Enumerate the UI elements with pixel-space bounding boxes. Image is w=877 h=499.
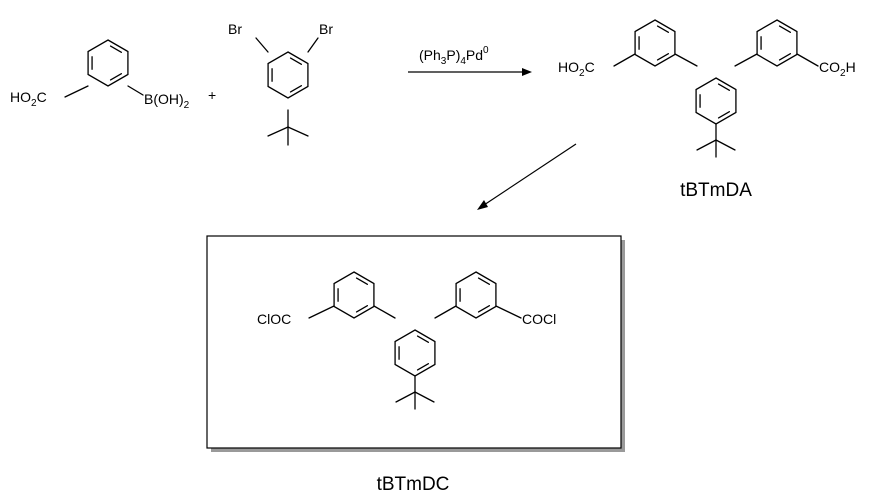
ring-double-bond (717, 111, 731, 119)
ring-double-bond (109, 45, 123, 53)
diacid-ring-left (634, 19, 676, 67)
ring-double-bond (109, 73, 123, 81)
ring-double-bond (778, 53, 792, 61)
ring-outline (87, 39, 129, 87)
dibromo-br-left: Br (228, 21, 242, 37)
diacid-name: tBTmDA (680, 180, 752, 201)
dichloride-molecule: ClOC COCl (257, 271, 556, 410)
diacid-ring-center (695, 77, 737, 125)
ring-outline (333, 271, 375, 319)
ring-double-bond (289, 85, 303, 93)
ring-double-bond (289, 57, 303, 65)
boronic-acid-molecule: HO2C B(OH)2 (10, 39, 190, 111)
dibromo-ring (267, 51, 309, 99)
ring-double-bond (656, 53, 670, 61)
diacid-ring-right (756, 19, 798, 67)
dibromo-br-right: Br (319, 21, 333, 37)
ring-double-bond (416, 335, 430, 343)
ring-double-bond (355, 305, 369, 313)
reaction-arrow-2 (477, 143, 577, 210)
dichloride-left-label: ClOC (257, 311, 291, 327)
ring-double-bond (477, 277, 491, 285)
product-box (206, 235, 622, 449)
ring-outline (634, 19, 676, 67)
ring-outline (455, 271, 497, 319)
ring-double-bond (477, 305, 491, 313)
dichloride-right-label: COCl (522, 311, 556, 327)
ring-double-bond (416, 363, 430, 371)
ring-double-bond (778, 25, 792, 33)
diacid-left-label: HO2C (558, 59, 595, 79)
dichloride-ring-left (333, 271, 375, 319)
ring-outline (695, 77, 737, 125)
boronic-acid-right-label: B(OH)2 (144, 91, 190, 111)
ring-outline (267, 51, 309, 99)
ring-outline (756, 19, 798, 67)
boronic-acid-left-label: HO2C (10, 89, 47, 109)
ring-double-bond (717, 83, 731, 91)
reaction-arrow-1 (408, 68, 532, 76)
dibromo-molecule: Br Br (228, 21, 333, 146)
dichloride-ring-right (455, 271, 497, 319)
dichloride-name: tBTmDC (377, 474, 450, 495)
ring-double-bond (355, 277, 369, 285)
diacid-right-label: CO2H (819, 59, 856, 79)
plus-sign: + (208, 87, 216, 103)
ring-double-bond (656, 25, 670, 33)
reaction-condition: (Ph3P)4Pd0 (419, 45, 489, 67)
diacid-molecule: HO2C CO2H (558, 19, 856, 158)
boronic-acid-ring (87, 39, 129, 87)
